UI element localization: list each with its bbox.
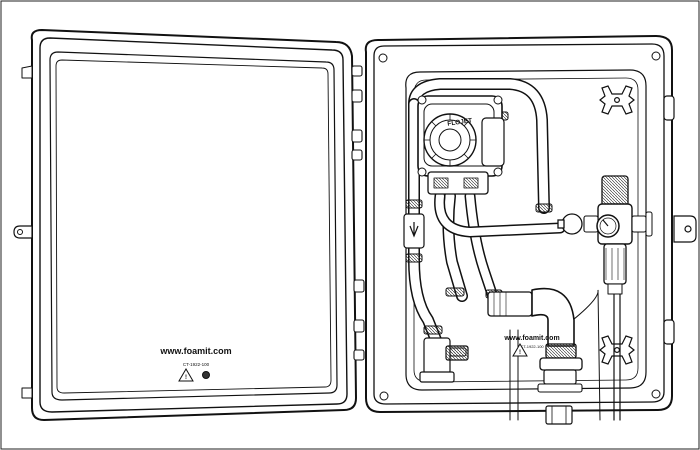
bottom-bulkhead-nut bbox=[545, 405, 573, 425]
door-screw bbox=[202, 371, 210, 379]
ball-valve bbox=[557, 213, 583, 235]
warning-icon: ! bbox=[512, 343, 528, 357]
door-website-label: www.foamit.com bbox=[159, 346, 231, 356]
svg-text:!: ! bbox=[519, 350, 521, 356]
enclosure-door bbox=[13, 29, 357, 421]
pressure-gauge-icon bbox=[596, 214, 620, 238]
eductor-fitting bbox=[487, 287, 583, 393]
pump-brand-label: FLOJET bbox=[447, 117, 473, 127]
outlet-fitting bbox=[419, 337, 469, 383]
warning-icon: ! bbox=[178, 368, 194, 382]
door-part-number: CT-1922-100 bbox=[183, 362, 210, 367]
svg-text:!: ! bbox=[185, 375, 187, 381]
check-valve bbox=[403, 213, 425, 249]
hinge-icon bbox=[351, 65, 365, 361]
interior-part-number: CT-1922-100 bbox=[520, 344, 544, 349]
mounting-bracket-icon bbox=[599, 85, 635, 365]
interior-website-label: www.foamit.com bbox=[503, 335, 559, 342]
flojet-pump bbox=[417, 95, 505, 195]
enclosure-latch bbox=[663, 95, 697, 345]
